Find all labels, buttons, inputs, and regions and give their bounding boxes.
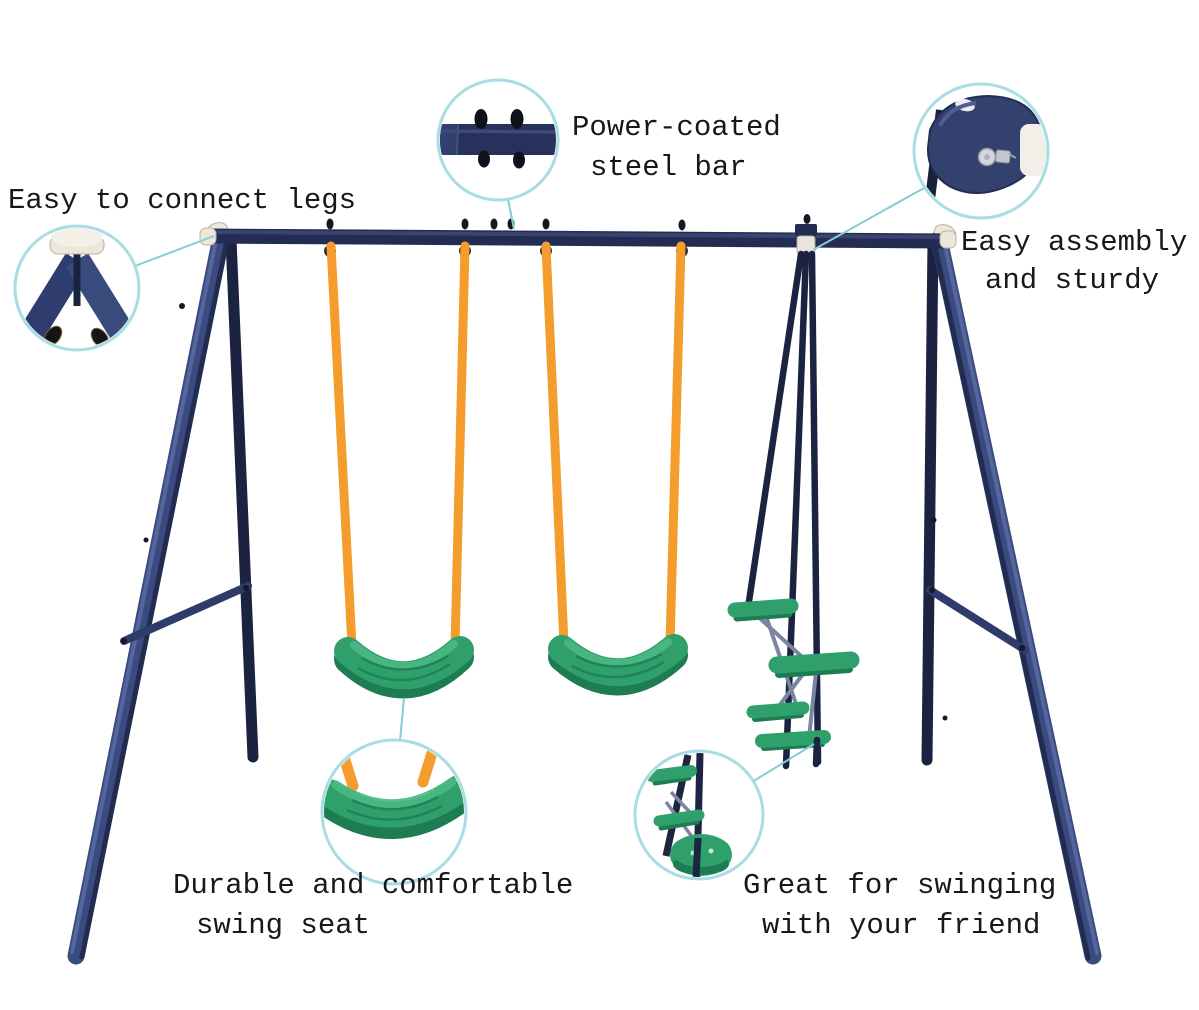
swing-left [326, 241, 474, 699]
callout-label-seat-line2: swing seat [196, 909, 371, 942]
callout-line-connect-legs [134, 235, 215, 267]
callout-label-glider-line1: Great for swinging [743, 869, 1057, 902]
assembly-bracket-closeup [923, 94, 1046, 216]
callout-line-steel-bar [507, 198, 515, 230]
callout-bubble-steel-bar [436, 78, 560, 202]
left-a-frame [67, 222, 259, 965]
callout-label-steel-bar-line2: steel bar [590, 151, 747, 184]
bar-end-cap-right [939, 230, 957, 249]
bar-bolts [326, 218, 686, 231]
callout-label-assembly-line2: and sturdy [985, 264, 1160, 297]
callout-lines [134, 187, 925, 783]
callout-label-steel-bar-line1: Power-coated [572, 111, 781, 144]
top-bar [199, 218, 957, 257]
steel-bar-closeup [440, 109, 556, 169]
swing-hooks [324, 245, 688, 257]
callout-label-glider-line2: with your friend [762, 909, 1041, 942]
callout-label-assembly-line1: Easy assembly [961, 226, 1188, 259]
callout-bubble-glider [633, 749, 765, 881]
glider-foot-closeup [646, 753, 732, 877]
glider [727, 214, 860, 770]
callout-bubble-assembly [912, 82, 1050, 220]
callout-bubble-seat [320, 738, 468, 886]
callout-line-glider [751, 743, 815, 783]
callout-label-connect-legs: Easy to connect legs [8, 184, 357, 217]
callout-line-seat [399, 697, 405, 742]
callout-label-seat-line1: Durable and comfortable [173, 869, 574, 902]
swing-right [541, 241, 688, 696]
callout-bubble-connect-legs [13, 224, 141, 352]
right-a-frame [921, 224, 1102, 965]
callout-line-assembly [812, 187, 925, 251]
